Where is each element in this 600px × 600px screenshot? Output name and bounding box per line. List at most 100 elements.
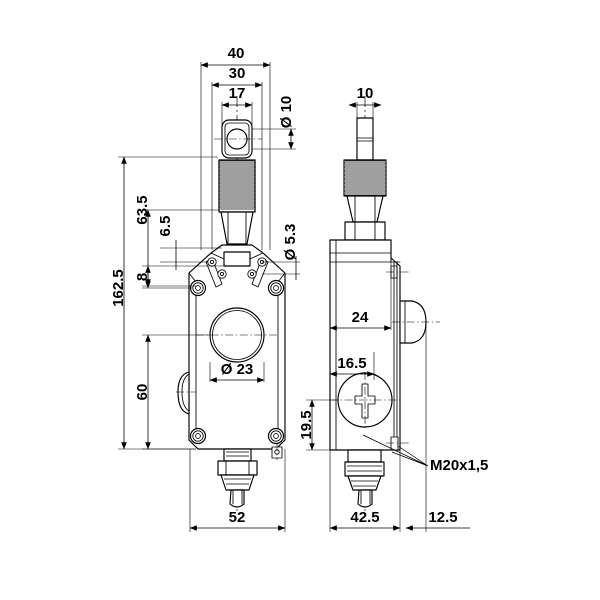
- dim-label-d53: Ø 5.3: [282, 224, 299, 261]
- side-gland-threads: [347, 465, 382, 472]
- side-bottom-lug: [390, 436, 399, 451]
- side-plunger: [356, 117, 374, 161]
- bellows-envelope: [218, 159, 256, 213]
- corner-screw-top-left: [189, 279, 207, 297]
- hex-collar: [344, 221, 386, 241]
- dim-side-connector-depth: 12.5: [405, 322, 470, 532]
- shoulder-ribs: [210, 252, 264, 260]
- side-cable-gland: [344, 449, 385, 508]
- screw-core: [273, 433, 279, 439]
- dim-front-top-overall-width: 40: [200, 45, 271, 250]
- front-cable-gland: [217, 448, 258, 508]
- side-neck-inner: [354, 195, 376, 223]
- screw-core: [195, 433, 201, 439]
- screw-ring: [192, 282, 204, 294]
- neck-taper: [220, 211, 254, 245]
- leader-lines: [362, 434, 429, 467]
- side-cable-stub: [357, 489, 373, 508]
- neck-inner-lines: [227, 211, 247, 245]
- dim-front-shoulder-offset: 8: [134, 265, 224, 289]
- dim-side-cover-offset: 16.5: [329, 352, 375, 400]
- cross-slot: [354, 383, 376, 419]
- dim-label-30: 30: [229, 65, 246, 82]
- front-bellows: [218, 159, 256, 213]
- side-gland-upper: [347, 449, 382, 463]
- front-view: [176, 96, 286, 512]
- corner-screw-bottom-right: [267, 427, 285, 445]
- dim-label-40: 40: [228, 45, 245, 62]
- dim-side-plunger-width: 10: [348, 85, 382, 128]
- dim-front-head-width: 17: [221, 85, 253, 140]
- side-view: [329, 96, 440, 512]
- dim-side-port-height: 19.5: [298, 399, 338, 451]
- side-bellows-envelope: [343, 159, 387, 197]
- shoulder-hole-left-upper: [207, 257, 217, 267]
- side-gland-hex: [344, 461, 385, 477]
- side-gland-cone: [347, 475, 382, 491]
- shoulder-hole-left-lower: [217, 269, 227, 279]
- gland-hex: [217, 460, 258, 476]
- dim-label-425: 42.5: [350, 509, 379, 526]
- dim-label-195: 19.5: [298, 410, 315, 439]
- dim-label-60: 60: [134, 384, 151, 401]
- dim-front-top-inner-width: 30: [211, 65, 263, 250]
- side-bellows-ribs-alt: [345, 160, 385, 194]
- shoulder-hole-right-lower-center: [249, 271, 255, 277]
- cable-stub: [229, 489, 245, 508]
- dim-label-d23: Ø 23: [221, 361, 254, 378]
- front-neck: [220, 211, 254, 245]
- shoulder-hole-left-lower-center: [219, 271, 225, 277]
- side-bellows: [343, 159, 387, 197]
- dim-label-165: 16.5: [337, 355, 366, 372]
- dim-front-bore-diameter: Ø 23: [209, 361, 265, 383]
- dim-label-635: 63.5: [134, 195, 151, 224]
- side-neck: [346, 195, 384, 223]
- gland-cone: [220, 474, 255, 491]
- side-bellows-ribs: [344, 162, 386, 196]
- corner-screw-top-right: [267, 279, 285, 297]
- side-hex-collar: [344, 221, 386, 241]
- dim-label-m20: M20x1,5: [430, 457, 488, 474]
- right-bottom-lug-hole: [274, 449, 280, 455]
- screw-ring: [270, 282, 282, 294]
- body-corner-chamfers: [188, 272, 286, 450]
- front-body: [176, 244, 286, 460]
- dim-front-body-width: 52: [189, 449, 286, 532]
- gland-nut-threads: [226, 451, 249, 457]
- gland-cone-lines: [224, 478, 251, 485]
- dim-label-65: 6.5: [157, 216, 174, 237]
- side-body: [329, 239, 440, 451]
- dim-label-8: 8: [134, 273, 151, 281]
- shoulder-hole-left-upper-center: [209, 259, 215, 265]
- top-plate: [223, 251, 251, 267]
- dim-front-lower-height: 60: [134, 334, 210, 450]
- dim-front-mount-hole-diameter: Ø 5.3: [262, 224, 300, 280]
- bellows-ribs-alt: [220, 160, 254, 210]
- bellows-ribs: [219, 162, 255, 208]
- dim-label-10: 10: [357, 85, 374, 102]
- dim-side-body-depth-total: 42.5: [329, 343, 401, 532]
- dim-label-1625: 162.5: [110, 269, 127, 307]
- side-neck-taper: [346, 195, 384, 223]
- body-inner-walls: [195, 281, 279, 443]
- dim-label-d10: Ø 10: [278, 96, 295, 129]
- dim-label-17: 17: [229, 85, 246, 102]
- shoulder-hole-right-lower: [247, 269, 257, 279]
- dim-label-24: 24: [352, 309, 369, 326]
- screw-core: [195, 285, 201, 291]
- dimension-annotations: 40 30 17 Ø 10 Ø 5.3: [110, 45, 488, 532]
- dim-front-upper-offset: 6.5: [157, 216, 222, 270]
- dim-label-52: 52: [229, 509, 246, 526]
- screw-core: [273, 285, 279, 291]
- callout-thread-m20: M20x1,5: [362, 434, 488, 474]
- screw-ring: [192, 430, 204, 442]
- bellows-sides: [218, 159, 256, 213]
- plunger-shaft: [356, 117, 374, 161]
- gland-nut-upper: [223, 448, 252, 462]
- corner-screw-bottom-left: [189, 427, 207, 445]
- dim-side-body-depth: 24: [329, 246, 392, 340]
- side-gland-cone-lines: [351, 480, 378, 487]
